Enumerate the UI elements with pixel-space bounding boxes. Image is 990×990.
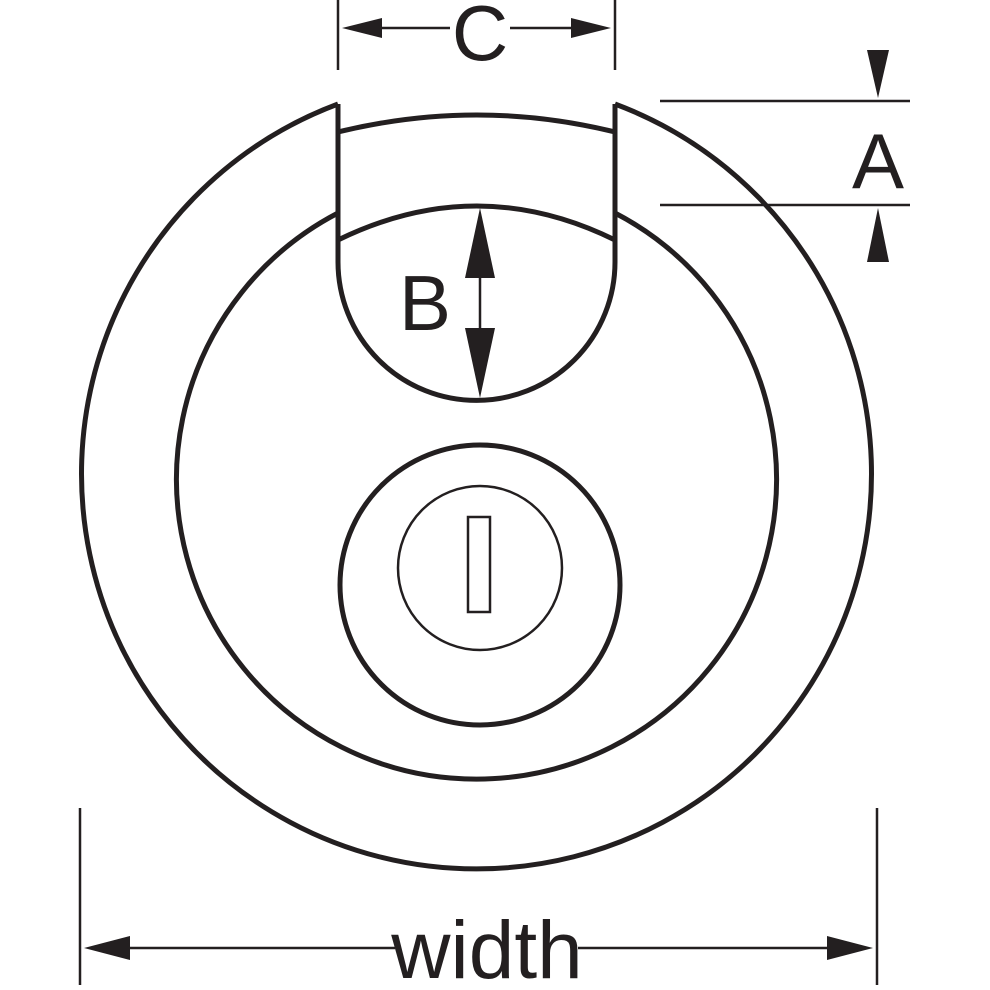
- notch-lower-arc: [336, 203, 617, 243]
- notch-upper-arc: [337, 112, 616, 135]
- shackle-notch: [335, 104, 618, 403]
- outer-body-outline: [79, 101, 874, 872]
- dimension-b: B: [399, 208, 495, 398]
- inner-ring: [174, 210, 779, 782]
- keyway-slot: [466, 515, 492, 614]
- label-b: B: [399, 259, 451, 347]
- label-a: A: [852, 117, 904, 205]
- dimension-width: width: [78, 808, 879, 990]
- label-c: C: [452, 0, 508, 77]
- dimension-c: C: [336, 0, 617, 77]
- lock-cylinder-outer: [337, 442, 623, 728]
- dimension-a: A: [660, 50, 910, 262]
- lock-cylinder-inner: [396, 484, 564, 652]
- label-width: width: [390, 905, 582, 990]
